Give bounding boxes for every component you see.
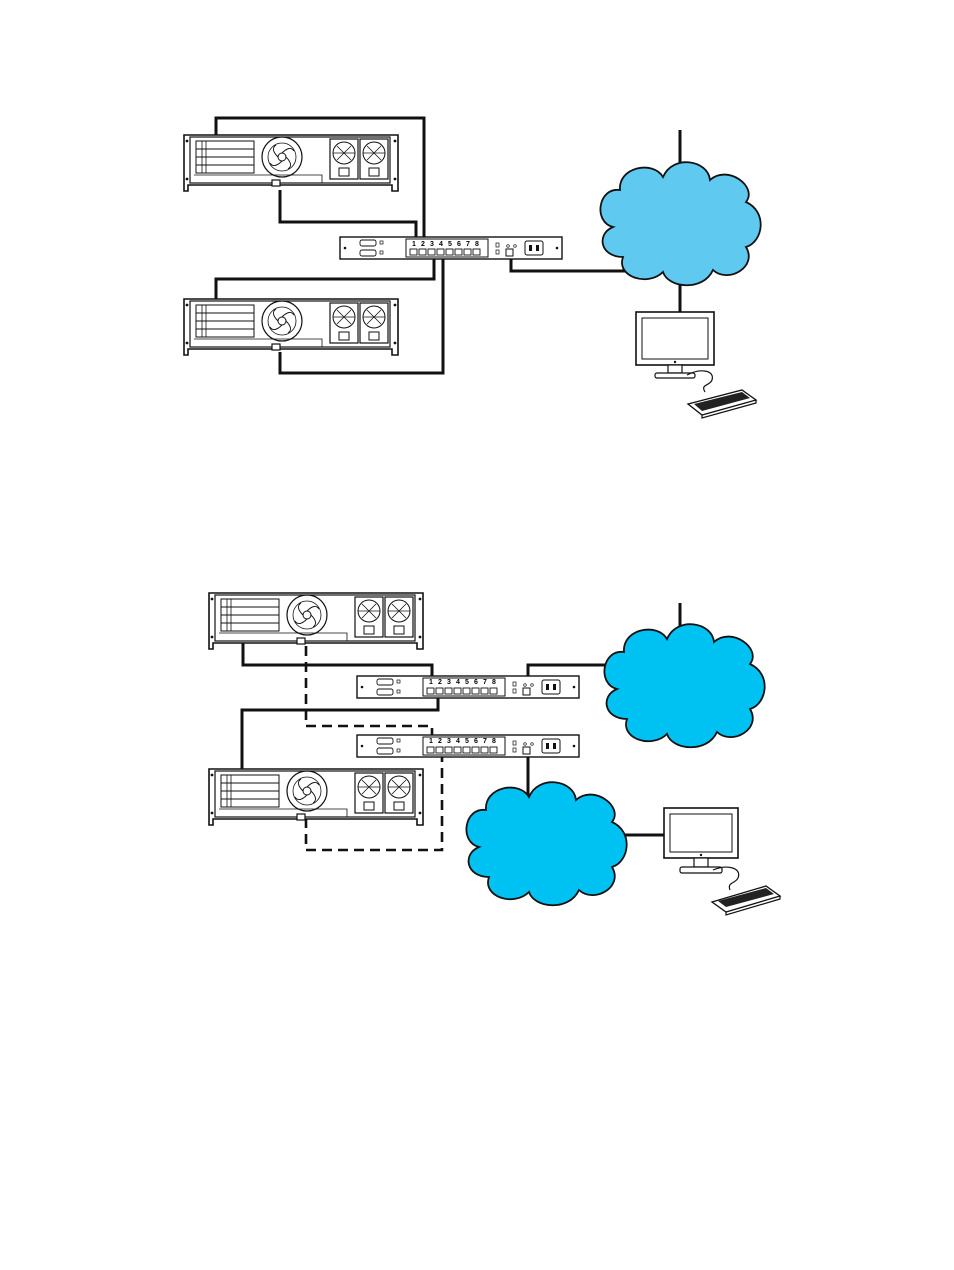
switch-port-label: 3: [447, 679, 451, 686]
network-cloud-bottom-right: [604, 624, 764, 747]
switch-port-label: 1: [429, 679, 433, 686]
switch-port-label: 8: [492, 738, 496, 745]
switch-port-label: 4: [439, 241, 443, 248]
switch-port-label: 6: [474, 738, 478, 745]
switch-port-label: 5: [448, 241, 452, 248]
switch-port-label: 8: [492, 679, 496, 686]
keyboard-icon: [688, 390, 756, 418]
switch-port-label: 3: [430, 241, 434, 248]
switch-port-label: 6: [457, 241, 461, 248]
keyboard-icon: [712, 886, 780, 915]
network-cloud-bottom-left: [466, 782, 626, 905]
server-bottom-a: [209, 593, 423, 649]
switch-port-label: 2: [438, 738, 442, 745]
switch-port-label: 5: [465, 679, 469, 686]
workstation-bottom: [664, 808, 780, 915]
switch-port-label: 7: [483, 679, 487, 686]
switch-top: 1 2 3 4 5 6 7 8: [340, 237, 562, 259]
switch-port-label: 3: [447, 738, 451, 745]
switch-port-label: 7: [483, 738, 487, 745]
switch-bottom-b: 1 2 3 4 5 6 7 8: [357, 735, 579, 757]
switch-port-label: 1: [429, 738, 433, 745]
switch-port-label: 4: [456, 679, 460, 686]
monitor-icon: [636, 312, 714, 378]
switch-port-label: 2: [421, 241, 425, 248]
network-cloud-top: [600, 162, 760, 285]
switch-port-label: 8: [475, 241, 479, 248]
figure-bottom: 1 2 3 4 5 6 7 8 1 2 3 4 5 6 7 8: [209, 593, 780, 915]
switch-port-label: 5: [465, 738, 469, 745]
switch-port-label: 6: [474, 679, 478, 686]
switch-port-label: 4: [456, 738, 460, 745]
switch-bottom-a: 1 2 3 4 5 6 7 8: [357, 676, 579, 698]
switch-port-label: 1: [412, 241, 416, 248]
switch-port-label: 2: [438, 679, 442, 686]
server-bottom-b: [209, 769, 423, 825]
server-top-b: [184, 299, 398, 355]
monitor-icon: [664, 808, 738, 873]
figure-top: 1 2 3 4 5 6 7 8: [184, 118, 761, 418]
server-top-a: [184, 135, 398, 191]
workstation-top: [636, 312, 756, 418]
switch-port-label: 7: [466, 241, 470, 248]
